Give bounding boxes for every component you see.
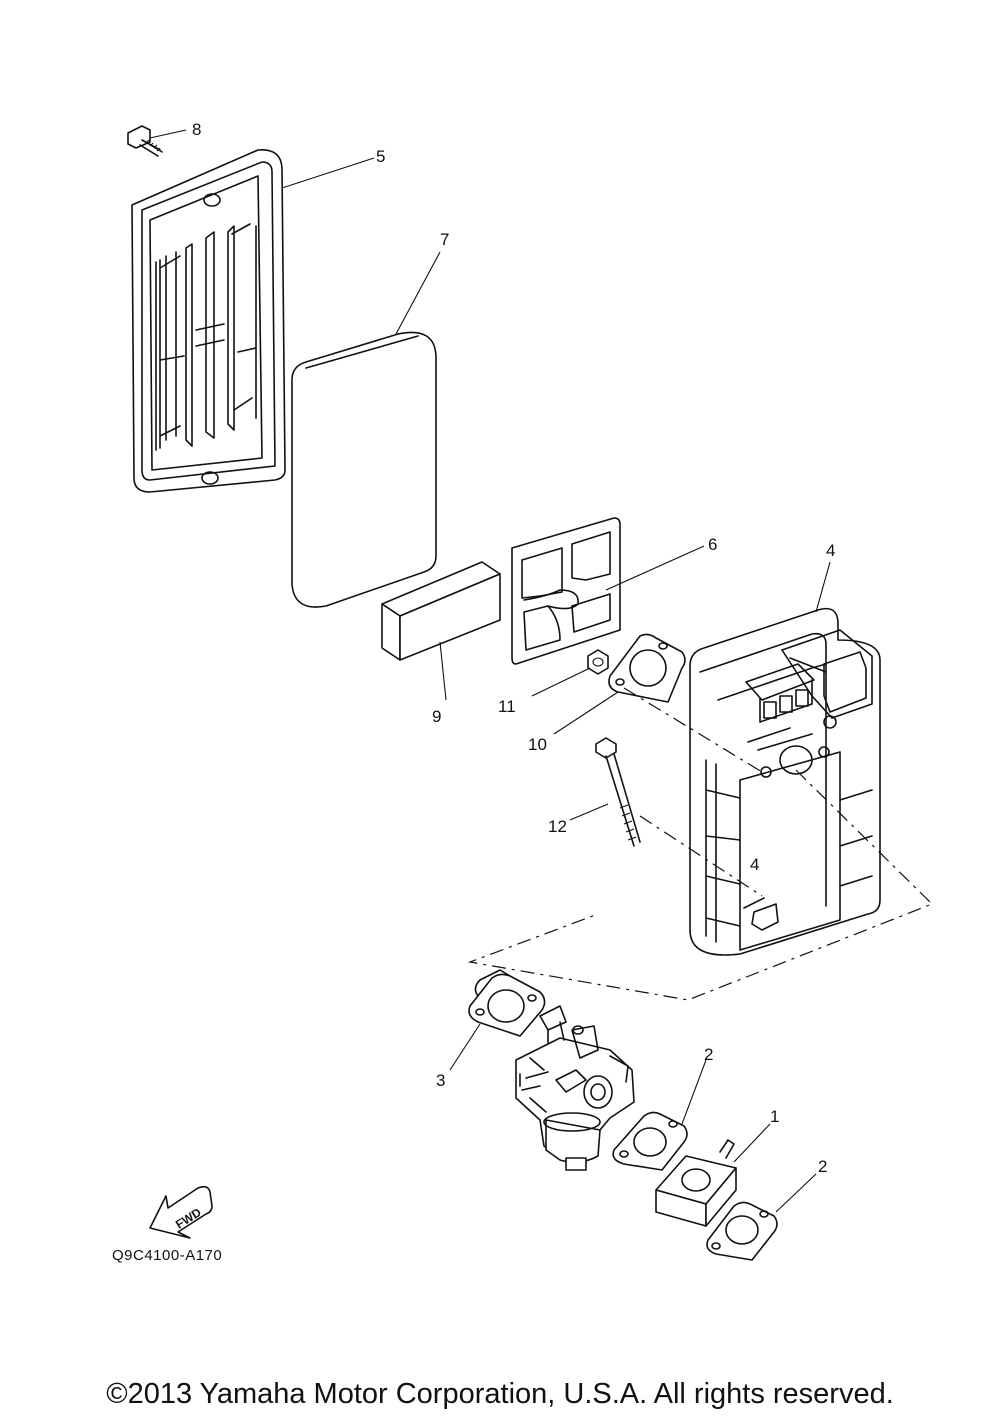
gasket-part-6: [511, 517, 621, 665]
gasket-part-2-lower: [706, 1201, 778, 1261]
callout-4b: 4: [750, 855, 759, 874]
callout-7: 7: [440, 230, 449, 249]
element-part-7: [291, 331, 437, 608]
callout-12: 12: [548, 817, 567, 836]
case-part-4: [689, 607, 881, 956]
nut-part-11: [587, 649, 609, 675]
fwd-arrow-icon: FWD: [149, 1185, 213, 1239]
callout-3: 3: [436, 1071, 445, 1090]
carburetor: [515, 1005, 635, 1171]
cover-part-5: [131, 149, 286, 493]
callout-10: 10: [528, 735, 547, 754]
gasket-part-10: [608, 633, 686, 703]
callout-1: 1: [770, 1107, 779, 1126]
callout-6: 6: [708, 535, 717, 554]
alignment-lines: [467, 687, 934, 1001]
callout-2a: 2: [704, 1045, 713, 1064]
insulator-part-1: [655, 1139, 737, 1227]
callout-4a: 4: [826, 541, 835, 560]
copyright-notice: ©2013 Yamaha Motor Corporation, U.S.A. A…: [106, 1378, 894, 1410]
callout-11: 11: [498, 697, 516, 716]
callout-8: 8: [192, 120, 201, 139]
diagram-code: Q9C4100-A170: [112, 1247, 223, 1264]
foam-part-9: [381, 561, 501, 661]
callout-labels: 8 5 7 6 4 11 9 10 12 4 2 3 1 2: [192, 120, 835, 1176]
callout-5: 5: [376, 147, 385, 166]
callout-2b: 2: [818, 1157, 827, 1176]
callout-9: 9: [432, 707, 441, 726]
screw-part-8: [127, 125, 163, 157]
bolt-part-12: [595, 737, 641, 847]
gasket-part-2-upper: [612, 1111, 688, 1171]
leader-lines: [149, 129, 831, 1213]
gasket-part-3: [468, 969, 546, 1037]
